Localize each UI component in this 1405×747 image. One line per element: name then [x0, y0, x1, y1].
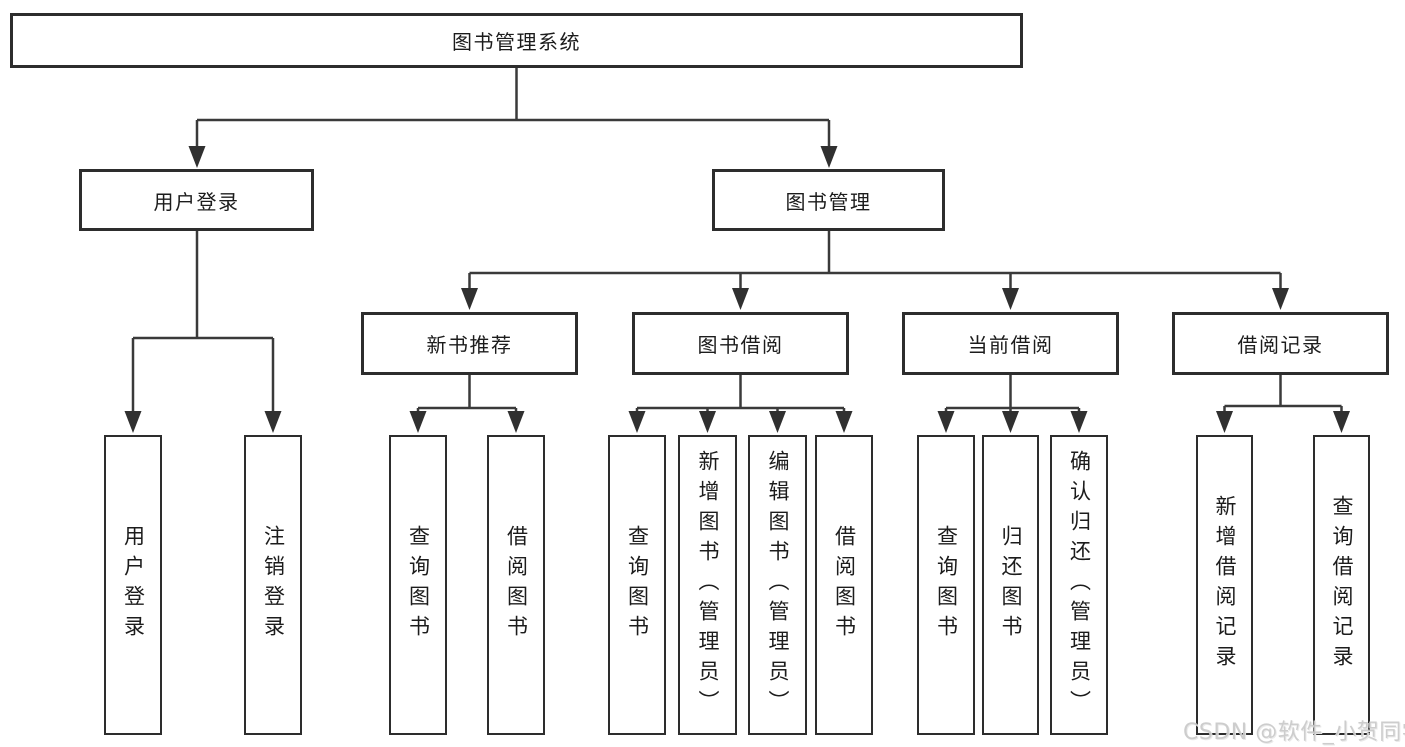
arrowhead-icon [264, 411, 282, 433]
arrowhead-icon [461, 288, 478, 310]
leaf-query-books-recommend: 查询图书 [389, 435, 447, 735]
leaf-query-books-current: 查询图书 [917, 435, 975, 735]
leaf-logout-login-label: 注销登录 [261, 525, 286, 645]
leaf-confirm-return-admin: 确认归还（管理员） [1050, 435, 1108, 735]
arrowhead-icon [1272, 288, 1289, 310]
node-borrowing-records-label: 借阅记录 [1237, 333, 1324, 357]
connector-user-login-branch [131, 231, 275, 415]
arrowhead-icon [1002, 288, 1019, 310]
node-book-management: 图书管理 [712, 169, 945, 231]
leaf-logout-login: 注销登录 [244, 435, 302, 735]
node-new-book-recommendation-label: 新书推荐 [426, 333, 513, 357]
leaf-user-login: 用户登录 [104, 435, 162, 735]
arrowhead-icon [409, 411, 427, 433]
node-book-management-label: 图书管理 [785, 189, 872, 214]
arrowhead-icon [507, 411, 525, 433]
arrowhead-icon [1002, 411, 1019, 433]
node-new-book-recommendation: 新书推荐 [361, 312, 578, 375]
leaf-query-borrow-record: 查询借阅记录 [1313, 435, 1370, 735]
connector-borrow-records-branch [1223, 375, 1343, 415]
node-user-login: 用户登录 [79, 169, 314, 231]
node-borrowing-records: 借阅记录 [1172, 312, 1389, 375]
leaf-borrow-books-recommend: 借阅图书 [487, 435, 545, 735]
leaf-borrow-books-borrow: 借阅图书 [815, 435, 873, 735]
leaf-query-books-current-label: 查询图书 [934, 525, 959, 645]
arrowhead-icon [732, 288, 749, 310]
leaf-query-books-borrow-label: 查询图书 [625, 525, 650, 645]
connector-root-branch [195, 68, 831, 150]
leaf-query-books-recommend-label: 查询图书 [406, 525, 431, 645]
node-root-label: 图书管理系统 [452, 30, 581, 54]
arrowhead-icons [124, 146, 1350, 433]
arrowhead-icon [769, 411, 786, 433]
leaf-return-books: 归还图书 [982, 435, 1039, 735]
node-root: 图书管理系统 [10, 13, 1023, 68]
leaf-return-books-label: 归还图书 [999, 525, 1023, 645]
node-book-borrowing-label: 图书借阅 [697, 333, 784, 357]
leaf-edit-books-admin: 编辑图书（管理员） [748, 435, 807, 735]
arrowhead-icon [188, 146, 206, 168]
arrowhead-icon [1216, 411, 1233, 433]
leaf-add-books-admin-label: 新增图书（管理员） [696, 450, 720, 720]
node-book-borrowing: 图书借阅 [632, 312, 849, 375]
node-current-borrowing: 当前借阅 [902, 312, 1119, 375]
arrowhead-icon [1333, 411, 1350, 433]
arrowhead-icon [820, 146, 838, 168]
leaf-add-books-admin: 新增图书（管理员） [678, 435, 737, 735]
leaf-add-borrow-record: 新增借阅记录 [1196, 435, 1253, 735]
arrowhead-icon [937, 411, 955, 433]
connector-book-borrowing-branch [635, 375, 846, 415]
arrowhead-icon [835, 411, 853, 433]
leaf-user-login-label: 用户登录 [121, 525, 146, 645]
leaf-query-borrow-record-label: 查询借阅记录 [1330, 495, 1354, 675]
connector-current-borrowing-branch [944, 375, 1081, 415]
arrowhead-icon [124, 411, 142, 433]
leaf-borrow-books-recommend-label: 借阅图书 [504, 525, 529, 645]
leaf-edit-books-admin-label: 编辑图书（管理员） [766, 450, 790, 720]
connector-book-management-branch [468, 231, 1282, 292]
node-user-login-label: 用户登录 [153, 189, 240, 214]
leaf-confirm-return-admin-label: 确认归还（管理员） [1067, 450, 1092, 720]
connector-new-book-branch [416, 375, 518, 415]
csdn-watermark: CSDN @软件_小贺同学 [1183, 720, 1405, 745]
arrowhead-icon [1070, 411, 1088, 433]
node-current-borrowing-label: 当前借阅 [967, 333, 1054, 357]
leaf-borrow-books-borrow-label: 借阅图书 [832, 525, 857, 645]
leaf-add-borrow-record-label: 新增借阅记录 [1213, 495, 1237, 675]
arrowhead-icon [628, 411, 646, 433]
arrowhead-icon [699, 411, 716, 433]
leaf-query-books-borrow: 查询图书 [608, 435, 666, 735]
